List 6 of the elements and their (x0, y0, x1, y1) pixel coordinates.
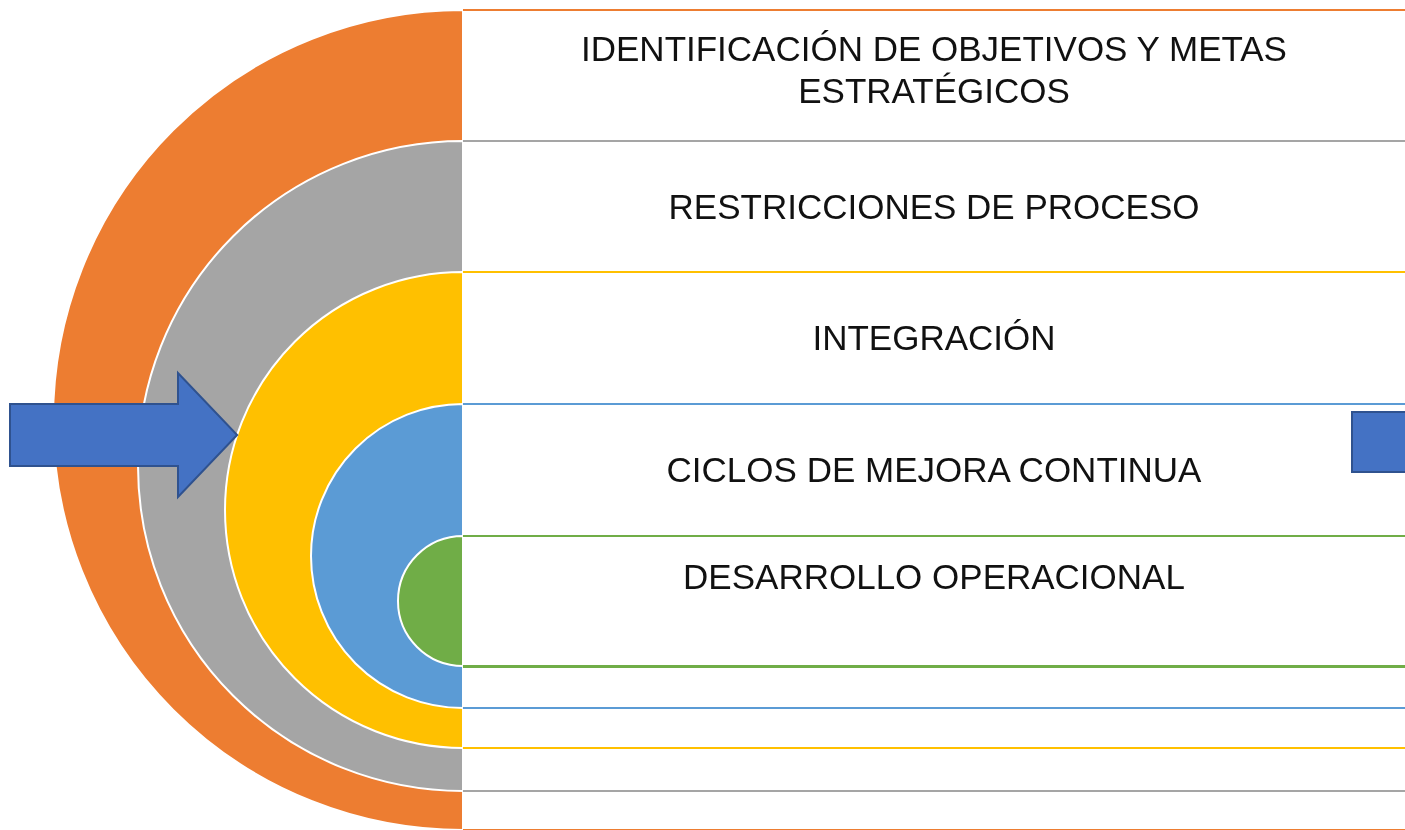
band-label: IDENTIFICACIÓN DE OBJETIVOS Y METAS ESTRATÉGICOS (580, 28, 1288, 112)
band-label: INTEGRACIÓN (811, 317, 1057, 359)
band-label: DESARROLLO OPERACIONAL (682, 556, 1186, 598)
band-label: RESTRICCIONES DE PROCESO (667, 186, 1201, 228)
band-label: CICLOS DE MEJORA CONTINUA (665, 449, 1203, 491)
block-arrow (9, 370, 239, 500)
